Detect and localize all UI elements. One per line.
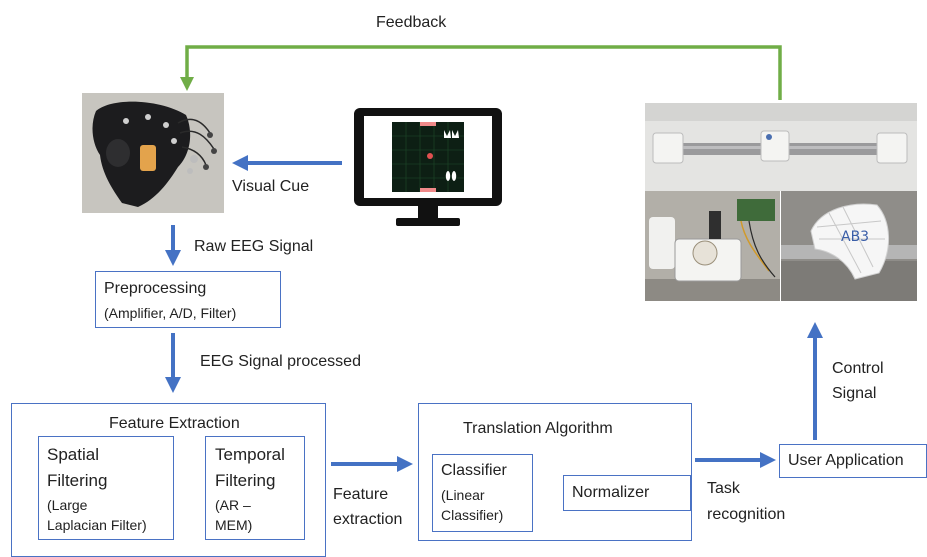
monitor-icon	[352, 106, 504, 230]
classifier-box: Classifier (Linear Classifier)	[432, 454, 533, 532]
eeg-cap-photo	[82, 93, 224, 213]
feature-extraction-arrow-label-2: extraction	[333, 511, 403, 528]
task-recognition-label-2: recognition	[707, 506, 786, 523]
control-signal-label-2: Signal	[832, 385, 877, 402]
device-photo	[645, 103, 917, 191]
temporal-line3: (AR –	[215, 497, 251, 513]
device-photo-hand-brace: AB3	[781, 191, 917, 301]
device-photo-motor	[645, 191, 780, 301]
raw-eeg-label: Raw EEG Signal	[194, 238, 314, 255]
classifier-line1: Classifier	[441, 462, 507, 479]
spatial-filtering-box: Spatial Filtering (Large Laplacian Filte…	[38, 436, 174, 540]
normalizer-label: Normalizer	[572, 484, 650, 501]
temporal-line4: MEM)	[215, 517, 253, 533]
preprocessing-title: Preprocessing	[104, 280, 207, 297]
classifier-line3: Classifier)	[441, 507, 504, 523]
spatial-line4: Laplacian Filter)	[47, 517, 147, 533]
feature-extraction-title: Feature Extraction	[109, 415, 240, 432]
spatial-line3: (Large	[47, 497, 88, 513]
temporal-filtering-box: Temporal Filtering (AR – MEM)	[205, 436, 305, 540]
task-recognition-label-1: Task	[707, 480, 740, 497]
preprocessing-subtitle: (Amplifier, A/D, Filter)	[104, 305, 237, 321]
control-signal-label-1: Control	[832, 360, 884, 377]
feedback-arrow	[180, 45, 782, 100]
classifier-line2: (Linear	[441, 487, 485, 503]
translation-algorithm-title: Translation Algorithm	[463, 420, 613, 437]
user-application-box: User Application	[779, 444, 927, 478]
eeg-processed-label: EEG Signal processed	[200, 353, 361, 370]
feedback-label: Feedback	[376, 14, 447, 31]
visual-cue-label: Visual Cue	[232, 178, 310, 195]
preprocessing-box: Preprocessing (Amplifier, A/D, Filter)	[95, 271, 281, 328]
temporal-line1: Temporal	[215, 445, 285, 464]
spatial-line2: Filtering	[47, 471, 108, 490]
user-application-label: User Application	[788, 452, 904, 469]
feature-extraction-arrow-label-1: Feature	[333, 486, 389, 503]
svg-text:AB3: AB3	[841, 229, 869, 245]
spatial-line1: Spatial	[47, 445, 99, 464]
normalizer-box: Normalizer	[563, 475, 691, 511]
temporal-line2: Filtering	[215, 471, 276, 490]
